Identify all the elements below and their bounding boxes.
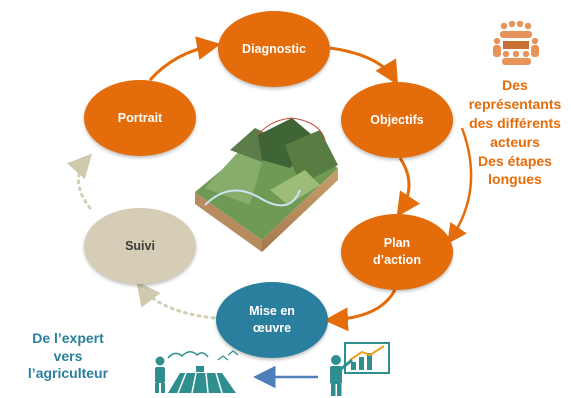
- group-meeting-icon: [493, 20, 539, 65]
- arrow-right-to-plan: [447, 127, 473, 245]
- arrow-suivi-to-portrait: [67, 153, 93, 210]
- step-mise-en-oeuvre: Mise en œuvre: [216, 282, 328, 358]
- farmer-fields-icon: [155, 350, 239, 394]
- step-diagnostic: Diagnostic: [218, 11, 330, 87]
- landscape-3d-model-icon: [195, 117, 338, 252]
- arrow-diagnostic-to-objectifs: [329, 46, 399, 86]
- step-plan-action: Plan d’action: [341, 214, 453, 290]
- arrow-mise-to-suivi: [136, 281, 216, 320]
- step-portrait: Portrait: [84, 80, 196, 156]
- step-objectifs: Objectifs: [341, 82, 453, 158]
- expert-to-farmer-note: De l’expert vers l’agriculteur: [27, 330, 109, 381]
- arrow-plan-to-mise: [324, 289, 397, 332]
- arrow-portrait-to-diagnostic: [148, 36, 221, 81]
- stakeholders-note: Des représentants des différents acteurs…: [468, 77, 562, 188]
- presenter-chart-icon: [330, 342, 390, 396]
- step-suivi: Suivi: [84, 208, 196, 284]
- arrow-objectifs-to-plan: [396, 157, 420, 217]
